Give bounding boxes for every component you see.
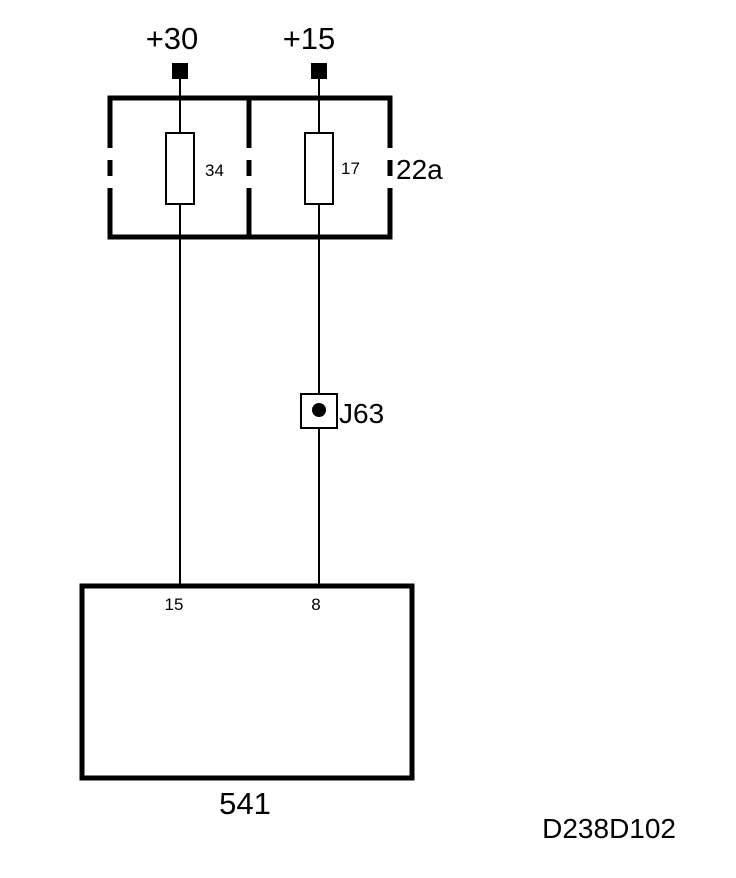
module-pin-15: 15 — [165, 595, 184, 614]
junction-label: J63 — [339, 398, 384, 429]
terminal-connector-15 — [311, 63, 327, 79]
fuse-number-17: 17 — [341, 159, 360, 178]
module-label: 541 — [219, 786, 271, 821]
fuse-34 — [165, 132, 195, 205]
module-541 — [79, 583, 415, 781]
terminal-connector-30 — [172, 63, 188, 79]
fuse-17 — [304, 132, 334, 205]
terminal-label-30: +30 — [146, 21, 199, 56]
module-pin-8: 8 — [311, 595, 320, 614]
terminal-label-15: +15 — [283, 21, 336, 56]
fuse-box — [107, 95, 393, 240]
fuse-number-34: 34 — [205, 161, 224, 180]
drawing-id: D238D102 — [542, 813, 676, 844]
junction-dot — [312, 403, 326, 417]
fuse-box-label: 22a — [396, 154, 443, 185]
